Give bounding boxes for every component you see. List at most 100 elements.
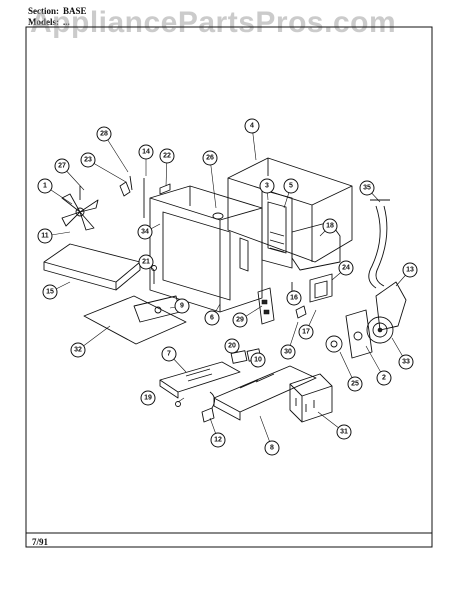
callout-34: 34 bbox=[137, 224, 153, 240]
turntable-motor bbox=[325, 335, 343, 353]
small-hardware bbox=[119, 175, 307, 407]
svg-text:22: 22 bbox=[163, 153, 171, 160]
svg-text:17: 17 bbox=[302, 329, 310, 336]
page-frame bbox=[25, 26, 433, 548]
base-plate bbox=[83, 295, 187, 345]
svg-text:6: 6 bbox=[210, 315, 214, 322]
svg-text:30: 30 bbox=[284, 349, 292, 356]
callout-7: 7 bbox=[161, 346, 177, 362]
callout-5: 5 bbox=[283, 178, 299, 194]
high-voltage-transformer bbox=[289, 373, 333, 423]
fuse-holder bbox=[201, 391, 215, 423]
callout-16: 16 bbox=[286, 290, 302, 306]
callout-9: 9 bbox=[174, 298, 190, 314]
callout-23: 23 bbox=[80, 152, 96, 168]
section-value: BASE bbox=[63, 6, 87, 16]
control-panel bbox=[261, 189, 293, 269]
callout-33: 33 bbox=[398, 354, 414, 370]
svg-text:21: 21 bbox=[142, 259, 150, 266]
svg-text:2: 2 bbox=[382, 375, 386, 382]
callout-19: 19 bbox=[140, 390, 156, 406]
callout-6: 6 bbox=[204, 310, 220, 326]
svg-text:7: 7 bbox=[167, 351, 171, 358]
callout-2: 2 bbox=[376, 370, 392, 386]
callout-13: 13 bbox=[402, 262, 418, 278]
callout-8: 8 bbox=[264, 440, 280, 456]
svg-text:16: 16 bbox=[290, 295, 298, 302]
svg-text:12: 12 bbox=[214, 437, 222, 444]
drive-gear bbox=[366, 316, 394, 344]
footer-date: 7/91 bbox=[32, 537, 49, 547]
blower-assembly bbox=[291, 221, 341, 303]
motor-bracket bbox=[345, 309, 373, 359]
stirrer-motor-housing bbox=[375, 281, 407, 331]
svg-text:28: 28 bbox=[100, 131, 108, 138]
callout-24: 24 bbox=[338, 260, 354, 276]
section-header: Section: BASE bbox=[28, 6, 87, 16]
callout-17: 17 bbox=[298, 324, 314, 340]
callout-25: 25 bbox=[347, 376, 363, 392]
callout-18: 18 bbox=[322, 218, 338, 234]
svg-text:29: 29 bbox=[236, 317, 244, 324]
callout-leaders bbox=[44, 125, 411, 449]
callout-27: 27 bbox=[54, 158, 70, 174]
callout-26: 26 bbox=[202, 150, 218, 166]
oven-cavity bbox=[149, 185, 263, 313]
cabinet-wrapper bbox=[227, 157, 353, 263]
watermark-text: AppliancePartsPros.com bbox=[30, 6, 397, 39]
callout-3: 3 bbox=[259, 178, 275, 194]
svg-text:18: 18 bbox=[326, 223, 334, 230]
callout-20: 20 bbox=[224, 338, 240, 354]
callout-11: 11 bbox=[37, 228, 53, 244]
svg-text:27: 27 bbox=[58, 163, 66, 170]
svg-text:33: 33 bbox=[402, 359, 410, 366]
svg-text:4: 4 bbox=[250, 123, 254, 130]
fan-blade bbox=[61, 186, 99, 231]
callout-22: 22 bbox=[159, 148, 175, 164]
callout-21: 21 bbox=[138, 254, 154, 270]
callout-30: 30 bbox=[280, 344, 296, 360]
svg-text:25: 25 bbox=[351, 381, 359, 388]
svg-text:35: 35 bbox=[363, 185, 371, 192]
callout-28: 28 bbox=[96, 126, 112, 142]
callout-15: 15 bbox=[42, 284, 58, 300]
svg-text:15: 15 bbox=[46, 289, 54, 296]
svg-text:32: 32 bbox=[74, 347, 82, 354]
lower-panel-right bbox=[213, 365, 317, 421]
svg-text:26: 26 bbox=[206, 155, 214, 162]
lower-panel-left bbox=[159, 361, 241, 399]
callout-1: 1 bbox=[37, 178, 53, 194]
callout-4: 4 bbox=[244, 118, 260, 134]
svg-text:20: 20 bbox=[228, 343, 236, 350]
callout-29: 29 bbox=[232, 312, 248, 328]
svg-text:24: 24 bbox=[342, 265, 350, 272]
svg-text:3: 3 bbox=[265, 183, 269, 190]
svg-text:10: 10 bbox=[254, 357, 262, 364]
svg-text:31: 31 bbox=[340, 429, 348, 436]
wiring-harness bbox=[368, 199, 390, 289]
callout-12: 12 bbox=[210, 432, 226, 448]
models-header: Models:... bbox=[28, 17, 70, 27]
svg-text:11: 11 bbox=[41, 233, 49, 240]
bottom-tray bbox=[43, 243, 141, 291]
models-value: ... bbox=[63, 17, 70, 27]
callout-14: 14 bbox=[138, 144, 154, 160]
interlock-switch bbox=[257, 287, 275, 325]
svg-text:1: 1 bbox=[43, 183, 47, 190]
svg-text:8: 8 bbox=[270, 445, 274, 452]
models-label: Models: bbox=[28, 17, 59, 27]
callout-32: 32 bbox=[70, 342, 86, 358]
svg-text:13: 13 bbox=[406, 267, 414, 274]
callout-10: 10 bbox=[250, 352, 266, 368]
svg-text:23: 23 bbox=[84, 157, 92, 164]
svg-text:5: 5 bbox=[289, 183, 293, 190]
svg-text:9: 9 bbox=[180, 303, 184, 310]
callout-35: 35 bbox=[359, 180, 375, 196]
svg-text:34: 34 bbox=[141, 229, 149, 236]
svg-text:19: 19 bbox=[144, 395, 152, 402]
callout-31: 31 bbox=[336, 424, 352, 440]
section-label: Section: bbox=[28, 6, 59, 16]
svg-text:14: 14 bbox=[142, 149, 150, 156]
